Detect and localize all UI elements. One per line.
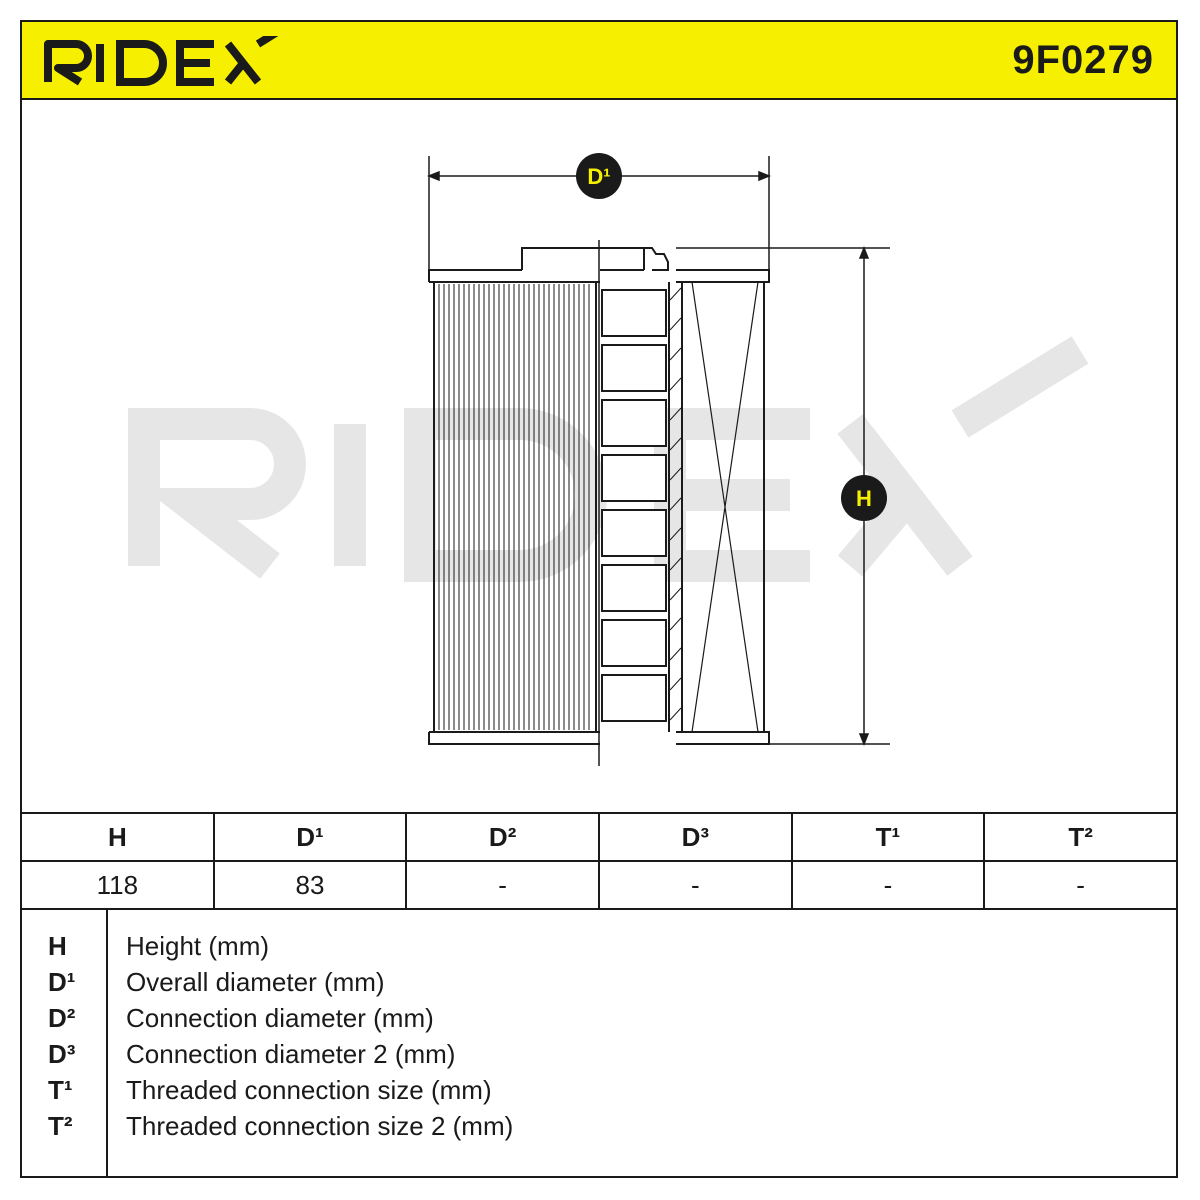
legend-item: D³ Connection diameter 2 (mm) [22, 1036, 1172, 1072]
legend-description: Threaded connection size 2 (mm) [126, 1111, 514, 1141]
specs-value-row: 118 83 - - - - [20, 860, 1178, 910]
legend-description: Connection diameter 2 (mm) [126, 1039, 456, 1069]
center-tube-windows [601, 289, 667, 722]
legend-item: H Height (mm) [22, 928, 1172, 964]
specs-value-cell: - [597, 860, 793, 910]
legend-key: T² [48, 1111, 73, 1141]
pleats [438, 284, 590, 730]
part-number: 9F0279 [1012, 38, 1154, 82]
specs-value-cell: 118 [20, 860, 215, 910]
filter-element [428, 240, 770, 766]
technical-drawing: D¹ H [128, 153, 1089, 766]
specs-value-cell: 83 [212, 860, 408, 910]
legend-item: D² Connection diameter (mm) [22, 1000, 1172, 1036]
specs-value-cell: - [790, 860, 986, 910]
legend-description: Height (mm) [126, 931, 270, 961]
legend-item: D¹ Overall diameter (mm) [22, 964, 1172, 1000]
legend-description: Threaded connection size (mm) [126, 1075, 492, 1105]
h-marker [841, 475, 887, 521]
specs-header-cell: D² [405, 812, 600, 862]
specs-table: H D¹ D² D³ T¹ T² 118 83 - - - - [20, 812, 1178, 910]
section-hatching [669, 287, 682, 721]
ridex-watermark [128, 336, 1089, 582]
specs-header-cell: D¹ [212, 812, 408, 862]
specs-header-row: H D¹ D² D³ T¹ T² [20, 812, 1178, 862]
specs-value-cell: - [983, 860, 1178, 910]
d1-marker [576, 153, 622, 199]
d1-label: D¹ [587, 164, 610, 189]
h-label: H [856, 486, 872, 511]
legend-description: Connection diameter (mm) [126, 1003, 434, 1033]
legend-description: Overall diameter (mm) [126, 967, 385, 997]
specs-header-cell: H [20, 812, 215, 862]
legend-key: H [48, 931, 67, 961]
specs-value-cell: - [405, 860, 600, 910]
legend-key: D³ [48, 1039, 76, 1069]
legend-panel: H Height (mm) D¹ Overall diameter (mm) D… [20, 910, 1178, 1178]
specs-header-cell: T² [983, 812, 1178, 862]
legend-key: D² [48, 1003, 76, 1033]
specs-header-cell: D³ [597, 812, 793, 862]
legend-item: T¹ Threaded connection size (mm) [22, 1072, 1172, 1108]
ridex-logo [44, 36, 279, 86]
legend-key: T¹ [48, 1075, 73, 1105]
header-bar: 9F0279 [20, 20, 1178, 100]
specs-header-cell: T¹ [790, 812, 986, 862]
legend-divider [106, 910, 108, 1176]
legend-key: D¹ [48, 967, 76, 997]
legend-item: T² Threaded connection size 2 (mm) [22, 1108, 1172, 1144]
